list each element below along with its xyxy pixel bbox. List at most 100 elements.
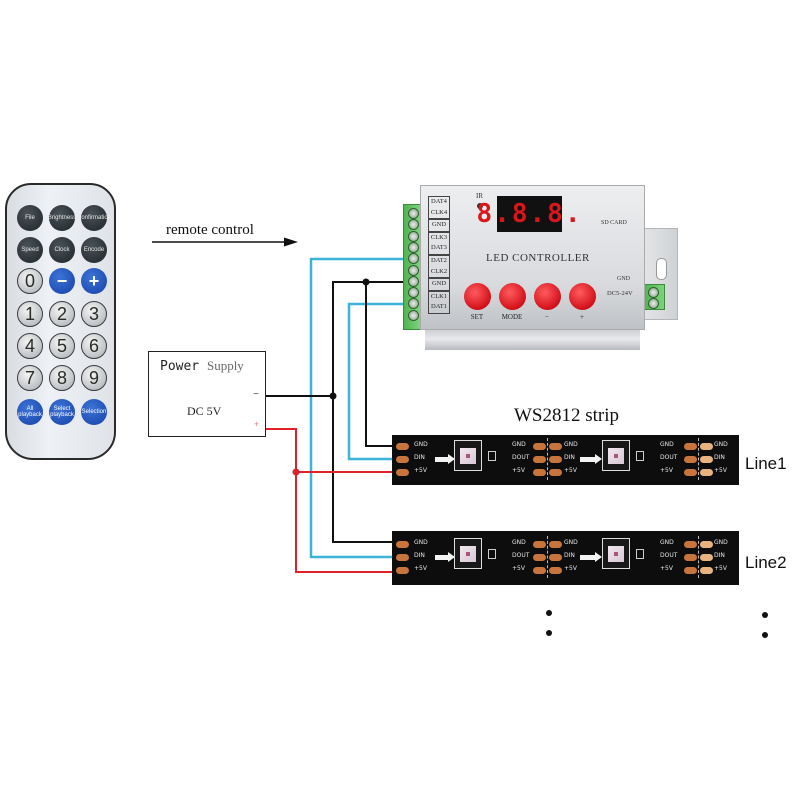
remote-button[interactable]: 0 [17,268,43,294]
solder-pad [700,567,713,574]
pin-label: DIN [414,552,425,559]
solder-pad [700,456,713,463]
pin-label: CLK2 [428,266,450,279]
remote-button[interactable]: 1 [17,301,43,327]
data-direction-arrow [435,454,455,464]
screw-icon [408,253,419,265]
pin-label: GND [414,441,428,448]
remote-button[interactable]: File [17,205,43,231]
remote-button[interactable]: All playback [17,399,43,425]
screw-icon [408,275,419,287]
pin-label: CLK3 [428,231,450,244]
screw-icon [408,241,419,253]
solder-pad [684,469,697,476]
pin-label: DIN [714,552,725,559]
pin-label: DAT2 [428,254,450,267]
continuation-dot [762,612,768,618]
remote-button[interactable]: Clock [49,237,75,263]
pin-label: +5V [414,565,427,572]
solder-pad [700,443,713,450]
solder-pad [533,567,546,574]
set-button[interactable] [464,283,491,310]
ir-label: IR [476,192,483,200]
remote-button[interactable]: Encode [81,237,107,263]
remote-control-arrow [152,237,298,247]
solder-pad [684,567,697,574]
continuation-dot [762,632,768,638]
solder-pad [533,443,546,450]
solder-pad [533,469,546,476]
screw-icon [408,230,419,242]
mounting-slot [656,258,667,280]
pin-label: GND [428,278,450,291]
pin-label: CLK4 [428,207,450,220]
pin-label: +5V [564,565,577,572]
solder-pad [549,567,562,574]
remote-button[interactable]: 3 [81,301,107,327]
power-wire [266,428,392,573]
capacitor [636,451,644,461]
data-direction-arrow [580,552,602,562]
solder-pad [549,541,562,548]
remote-button[interactable]: 8 [49,365,75,391]
line1-label: Line1 [745,454,787,473]
solder-pad [684,443,697,450]
gnd-junction [329,392,337,400]
pin-label: GND [660,441,674,448]
power-terminal-block [643,284,665,310]
cut-line [547,438,548,480]
pin-label: GND [512,441,526,448]
pin-label: DIN [414,454,425,461]
mode-button[interactable] [499,283,526,310]
cut-line [547,536,548,578]
solder-pad [533,541,546,548]
remote-button[interactable]: 4 [17,333,43,359]
remote-button[interactable]: Speed [17,237,43,263]
pin-label: +5V [714,565,727,572]
remote-button[interactable]: + [81,268,107,294]
pin-label: +5V [660,565,673,572]
remote-button[interactable]: 6 [81,333,107,359]
remote-button[interactable]: Brightness [48,205,76,231]
pin-label: GND [414,539,428,546]
data-direction-arrow [580,454,602,464]
plus-button[interactable] [569,283,596,310]
pin-label: +5V [414,467,427,474]
remote-button[interactable]: − [49,268,75,294]
solder-pad [684,456,697,463]
remote-button[interactable]: 5 [49,333,75,359]
solder-pad [549,469,562,476]
power-supply-plus: + [253,419,259,429]
minus-button[interactable] [534,283,561,310]
capacitor [636,549,644,559]
remote-button[interactable]: 7 [17,365,43,391]
pin-label: GND [428,219,450,232]
solder-pad [533,456,546,463]
pin-label: DOUT [512,552,530,559]
strip-title: WS2812 strip [514,405,620,426]
remote-button[interactable]: 2 [49,301,75,327]
data-direction-arrow [435,552,455,562]
screw-icon [408,309,419,321]
remote-button[interactable]: Select playback [49,399,75,425]
power-supply-minus: − [253,389,259,400]
pin-label: GND [714,539,728,546]
pin-label: DIN [564,552,575,559]
solder-pad [700,541,713,548]
solder-pad [549,456,562,463]
solder-pad [684,541,697,548]
pin-label: CLK1 [428,290,450,303]
remote-button[interactable]: Selection [81,399,107,425]
solder-pad [533,554,546,561]
pin-label: GND [564,539,578,546]
remote-button[interactable]: 9 [81,365,107,391]
continuation-dot [546,610,552,616]
ws2812b-led [454,538,482,569]
ws2812b-led [454,440,482,471]
remote-button[interactable]: Confirmation [77,205,111,231]
